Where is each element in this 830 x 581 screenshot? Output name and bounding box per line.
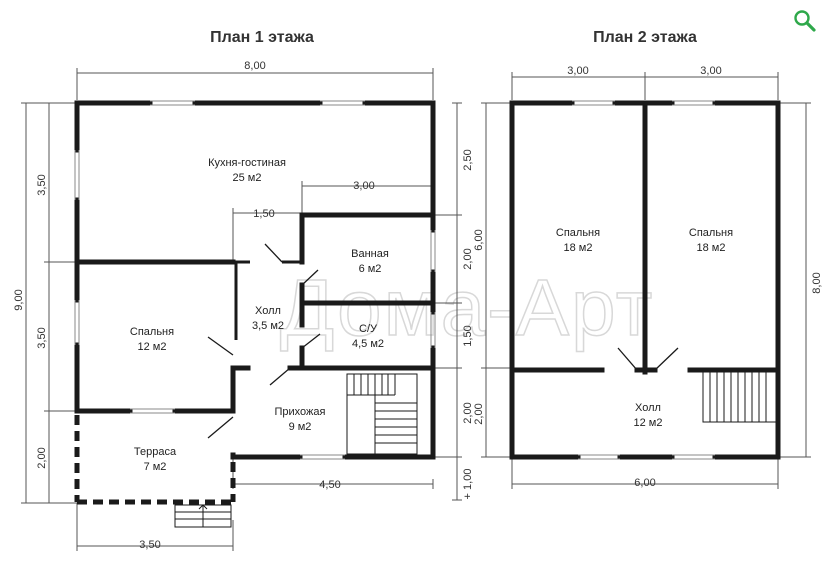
room-hall-name: Холл [255,305,281,317]
dim-plus-1-00: + 1,00 [462,469,474,500]
plan-1-terrace-steps [174,504,232,528]
room-terrace-area: 7 м2 [144,461,167,473]
plan-2: План 2 этажа [473,29,823,489]
plan-1-partitions [233,260,302,340]
room-bedroom-2-name: Спальня [689,227,733,239]
plan-1-dim-lines [21,68,462,551]
plan-1-windows [74,100,436,460]
dim-3-00-right: 3,00 [700,65,721,77]
room-kitchen-name: Кухня-гостиная [208,157,286,169]
plan-2-title: План 2 этажа [593,29,697,46]
room-bedroom-2-area: 18 м2 [697,242,726,254]
dim-9-00: 9,00 [13,289,25,310]
room-hall-area: 3,5 м2 [252,320,284,332]
room-entry-area: 9 м2 [289,421,312,433]
dim-2-00-lower: 2,00 [462,402,474,423]
plan-1: План 1 этажа [13,29,474,551]
dim-3-00-left: 3,00 [567,65,588,77]
dim-3-50-bottom: 3,50 [139,539,160,551]
room-entry-name: Прихожая [275,406,326,418]
room-kitchen-area: 25 м2 [233,172,262,184]
room-hall-2-area: 12 м2 [634,417,663,429]
plan-1-title: План 1 этажа [210,29,314,46]
plan-1-stairs [346,373,418,455]
room-wc-name: С/У [359,323,378,335]
dim-1-50-inner: 1,50 [253,208,274,220]
dim-3-00-inner: 3,00 [353,180,374,192]
room-wc-area: 4,5 м2 [352,338,384,350]
room-bath-area: 6 м2 [359,263,382,275]
dim-2-00-left-2: 2,00 [473,403,485,424]
dim-6-00-left: 6,00 [473,229,485,250]
zoom-button[interactable] [792,8,818,34]
dim-6-00-bottom: 6,00 [634,477,655,489]
dim-1-50: 1,50 [462,325,474,346]
room-terrace-name: Терраса [134,446,177,458]
plan-2-walls [509,100,781,460]
watermark-text: Дома-Арт [280,263,654,352]
plan-1-doors [207,243,321,439]
dim-2-00-upper: 2,00 [462,248,474,269]
room-bedroom-1-name: Спальня [556,227,600,239]
dim-3-50-lower: 3,50 [36,327,48,348]
room-bedroom-area: 12 м2 [138,341,167,353]
room-bedroom-1-area: 18 м2 [564,242,593,254]
dim-4-50: 4,50 [319,479,340,491]
plan-2-stairs [702,371,777,423]
room-bath-name: Ванная [351,248,389,260]
plan-2-windows [572,100,715,460]
plan-2-dim-lines [481,72,811,489]
dim-3-50-upper: 3,50 [36,174,48,195]
room-bedroom-name: Спальня [130,326,174,338]
room-hall-2-name: Холл [635,402,661,414]
plan-2-doors [617,347,679,371]
plan-1-walls [74,100,436,460]
dim-8-00-right: 8,00 [811,272,823,293]
plan-1-terrace-outline [74,415,236,505]
dim-8-00: 8,00 [244,60,265,72]
dim-2-50: 2,50 [462,149,474,170]
dim-2-00-left: 2,00 [36,447,48,468]
magnifier-icon [794,10,816,32]
